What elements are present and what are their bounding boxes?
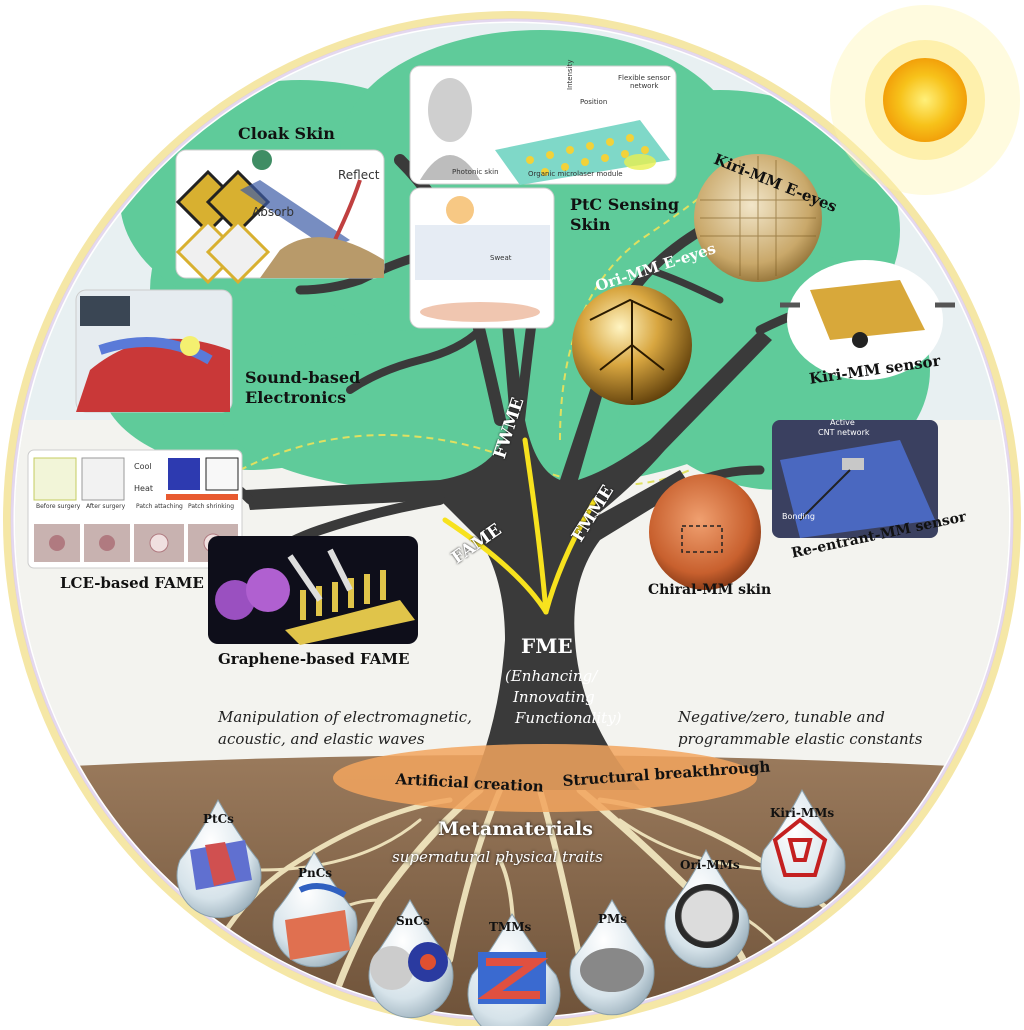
tree-trunk [245, 300, 772, 790]
trunk-subtitle: (Enhancing/ Innovating Functionality) [505, 666, 622, 729]
left-note-line1: Manipulation of electromagnetic, [218, 708, 472, 726]
drop-label-sncs: SnCs [396, 914, 430, 928]
label-graphene-fame: Graphene-based FAME [218, 650, 410, 668]
drop-sncs [368, 898, 454, 1019]
label-sound-based-line2: Electronics [245, 388, 347, 407]
chiral-skin-image [649, 474, 761, 590]
ptc-position-text: Position [580, 98, 608, 106]
kiri-eyes-image [694, 154, 822, 282]
trunk-title: FME [521, 634, 573, 658]
label-sound-based: Sound-based Electronics [245, 368, 360, 408]
drop-label-pncs: PnCs [298, 866, 333, 880]
lce-cool-text: Cool [134, 462, 152, 471]
ptc-flex-text: Flexible sensor network [618, 74, 670, 90]
drop-label-pms: PMs [598, 912, 628, 926]
kiri-sensor-image [780, 260, 955, 380]
cloak-absorb-text: Absorb [252, 205, 294, 219]
trunk-subtitle-line2: Innovating [513, 688, 595, 706]
ptc-sweat-image [409, 187, 555, 329]
drop-ori-mms [664, 848, 750, 969]
cloak-reflect-text: Reflect [338, 168, 380, 182]
right-note: Negative/zero, tunable and programmable … [678, 706, 922, 750]
cloak-skin-image [175, 149, 385, 285]
roots-subtitle: supernatural physical traits [392, 848, 603, 866]
ori-eyes-image [572, 285, 692, 405]
ptc-photonic-text: Photonic skin [452, 168, 499, 176]
highlight-branches [442, 437, 598, 615]
label-ptc-sensing: PtC Sensing Skin [570, 195, 679, 235]
drop-label-ori-mms: Ori-MMs [680, 858, 740, 872]
lce-before-text: Before surgery [36, 503, 81, 510]
reentrant-bonding-text: Bonding [782, 512, 815, 521]
graphene-fame-image [208, 536, 418, 645]
label-ptc-sensing-line1: PtC Sensing [570, 195, 679, 214]
label-sound-based-line1: Sound-based [245, 368, 361, 387]
right-note-line2: programmable elastic constants [678, 730, 923, 748]
sun-icon [830, 5, 1020, 195]
reentrant-sensor-image [772, 420, 938, 538]
ptc-flex-line2: network [629, 82, 659, 90]
lce-after-text: After surgery [86, 503, 126, 510]
drop-label-kiri-mms: Kiri-MMs [770, 806, 835, 820]
ptc-laser-text: Organic microlaser module [528, 170, 623, 178]
drops-group [176, 788, 846, 1030]
drop-kiri-mms [760, 788, 846, 909]
ptc-photonic-image [409, 65, 677, 185]
drop-pncs [272, 850, 358, 968]
drop-label-tmms: TMMs [489, 920, 532, 934]
label-cloak-skin: Cloak Skin [238, 124, 335, 143]
drop-tmms [467, 913, 561, 1030]
ptc-intensity-text: Intensity [566, 59, 574, 90]
left-note-line2: acoustic, and elastic waves [218, 730, 425, 748]
lce-attach-text: Patch attaching [136, 503, 183, 510]
root-ellipse [333, 744, 757, 812]
label-lce-fame: LCE-based FAME [60, 574, 204, 592]
drop-label-ptcs: PtCs [203, 812, 234, 826]
drop-pms [569, 898, 655, 1016]
left-note: Manipulation of electromagnetic, acousti… [218, 706, 472, 750]
label-ptc-sensing-line2: Skin [570, 215, 611, 234]
trunk-subtitle-line1: (Enhancing/ [505, 667, 598, 685]
lce-shrink-text: Patch shrinking [188, 503, 235, 510]
sound-electronics-image [75, 289, 233, 413]
drop-ptcs [176, 798, 262, 919]
lce-heat-text: Heat [134, 484, 153, 493]
reentrant-active-text: Active [830, 418, 855, 427]
label-chiral-skin: Chiral-MM skin [648, 582, 772, 598]
reentrant-cnt-text: CNT network [818, 428, 870, 437]
ptc-sweat-text: Sweat [490, 254, 512, 262]
ptc-flex-line1: Flexible sensor [618, 74, 671, 82]
trunk-subtitle-line3: Functionality) [515, 709, 622, 727]
roots-title: Metamaterials [438, 818, 593, 840]
canopy-dash-right [559, 179, 721, 441]
right-note-line1: Negative/zero, tunable and [678, 708, 885, 726]
